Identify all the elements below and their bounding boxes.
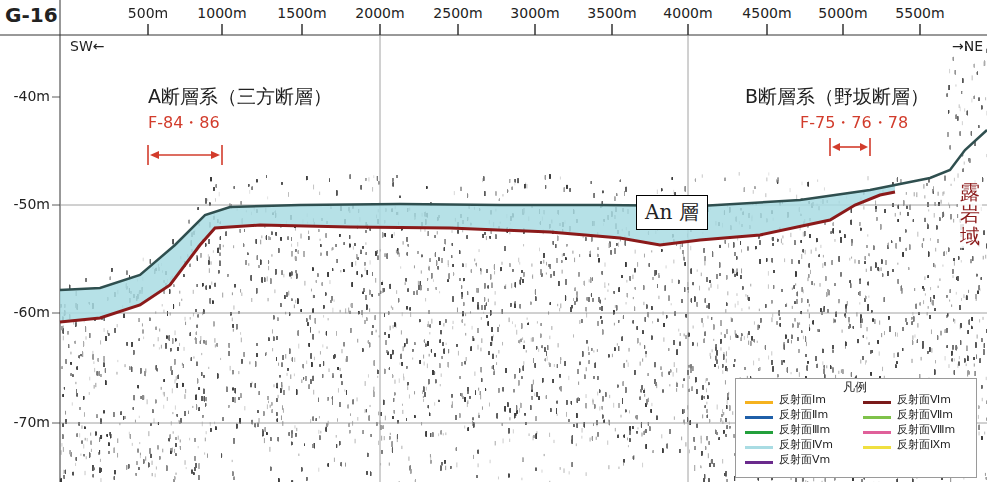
rock-area-label: 露岩域: [958, 180, 982, 248]
fault-system-label: B断層系（野坂断層）: [745, 86, 929, 108]
grid-line: [688, 35, 689, 482]
distance-tick: [842, 24, 844, 35]
distance-tick: [766, 24, 768, 35]
legend-line: [863, 401, 891, 404]
reflector-vi: [60, 192, 895, 322]
distance-label: 2500m: [433, 5, 482, 21]
distance-label: 4500m: [742, 5, 791, 21]
grid-line: [60, 313, 987, 314]
legend-line: [745, 431, 773, 434]
profile-id: G-16: [5, 4, 58, 27]
distance-label: 5000m: [818, 5, 867, 21]
depth-tick: [52, 313, 60, 314]
distance-ticks: [148, 24, 920, 35]
range-bar: [829, 138, 831, 156]
distance-label: 1000m: [197, 5, 246, 21]
depth-label: -60m: [13, 304, 50, 320]
legend-text: 反射面Ⅵm: [897, 394, 951, 407]
layer-label-box: An 層: [636, 195, 708, 230]
legend-text: 反射面Ⅸm: [897, 439, 951, 452]
arrow-head: [150, 151, 159, 159]
distance-label: 1500m: [277, 5, 326, 21]
frame-line: [60, 0, 61, 35]
distance-label: 5500m: [895, 5, 944, 21]
fault-range-a: [148, 145, 222, 165]
ruler-band: [0, 0, 987, 35]
legend-line: [863, 416, 891, 419]
distance-label: 2000m: [355, 5, 404, 21]
distance-label: 500m: [128, 5, 168, 21]
legend-line: [745, 416, 773, 419]
legend-text: 反射面Ⅴm: [779, 454, 830, 467]
distance-tick: [147, 24, 149, 35]
legend-text: 反射面Ⅷm: [897, 424, 955, 437]
distance-tick: [919, 24, 921, 35]
distance-tick: [687, 24, 689, 35]
fault-system-label: A断層系（三方断層）: [148, 86, 332, 108]
distance-label: 4000m: [663, 5, 712, 21]
legend-text: 反射面Ⅰm: [779, 394, 826, 407]
layer-name: An 層: [645, 199, 699, 226]
grid-line: [380, 35, 381, 482]
legend-title: 凡例: [841, 380, 869, 396]
distance-tick: [611, 24, 613, 35]
legend-text: 反射面Ⅶm: [897, 409, 953, 422]
grid-lines: [52, 35, 987, 482]
legend-text: 反射面Ⅱm: [779, 409, 828, 422]
distance-tick: [534, 24, 536, 35]
legend-line: [745, 401, 773, 404]
legend-text: 反射面Ⅳm: [779, 439, 833, 452]
distance-tick: [301, 24, 303, 35]
distance-label: 3500m: [587, 5, 636, 21]
legend-line: [863, 446, 891, 449]
range-bar: [221, 145, 223, 165]
fault-range-b: [830, 138, 870, 156]
depth-tick: [52, 423, 60, 424]
range-bar: [147, 145, 149, 165]
arrow-head: [211, 151, 220, 159]
distance-tick: [221, 24, 223, 35]
fault-number: F-84・86: [148, 114, 220, 132]
legend-line: [863, 431, 891, 434]
range-line: [152, 154, 218, 156]
frame-line: [60, 35, 61, 482]
depth-label: -40m: [13, 88, 50, 104]
arrow-head: [860, 143, 868, 151]
distance-label: 3000m: [510, 5, 559, 21]
direction-label: SW←: [70, 38, 104, 54]
range-bar: [869, 138, 871, 156]
depth-tick: [52, 97, 60, 98]
axis-margin: [0, 0, 60, 482]
distance-tick: [379, 24, 381, 35]
direction-label: →NE: [952, 38, 983, 54]
legend-line: [745, 446, 773, 449]
legend-text: 反射面Ⅲm: [779, 424, 830, 437]
fault-number: F-75・76・78: [800, 114, 908, 132]
arrow-head: [832, 143, 840, 151]
distance-tick: [457, 24, 459, 35]
depth-tick: [52, 205, 60, 206]
depth-label: -50m: [13, 196, 50, 212]
depth-label: -70m: [13, 414, 50, 430]
legend-line: [745, 461, 773, 464]
